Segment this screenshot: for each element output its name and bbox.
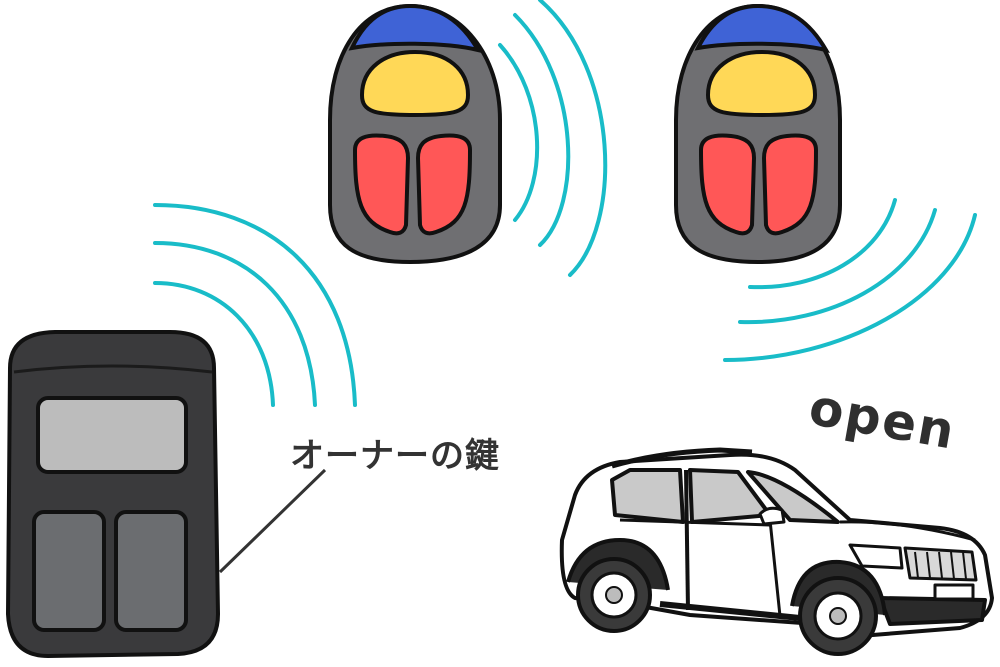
remote-key-1-icon <box>328 3 502 265</box>
remote-signal-icon <box>498 0 608 277</box>
label-pointer-line <box>218 468 327 574</box>
suv-car-icon <box>559 447 994 656</box>
owner-key-signal-icon <box>153 203 357 407</box>
owner-key-fob-icon <box>5 330 221 659</box>
owner-key-label: オーナーの鍵 <box>290 436 500 476</box>
remote-key-2-icon <box>674 3 842 265</box>
car-signal-icon <box>723 198 977 362</box>
